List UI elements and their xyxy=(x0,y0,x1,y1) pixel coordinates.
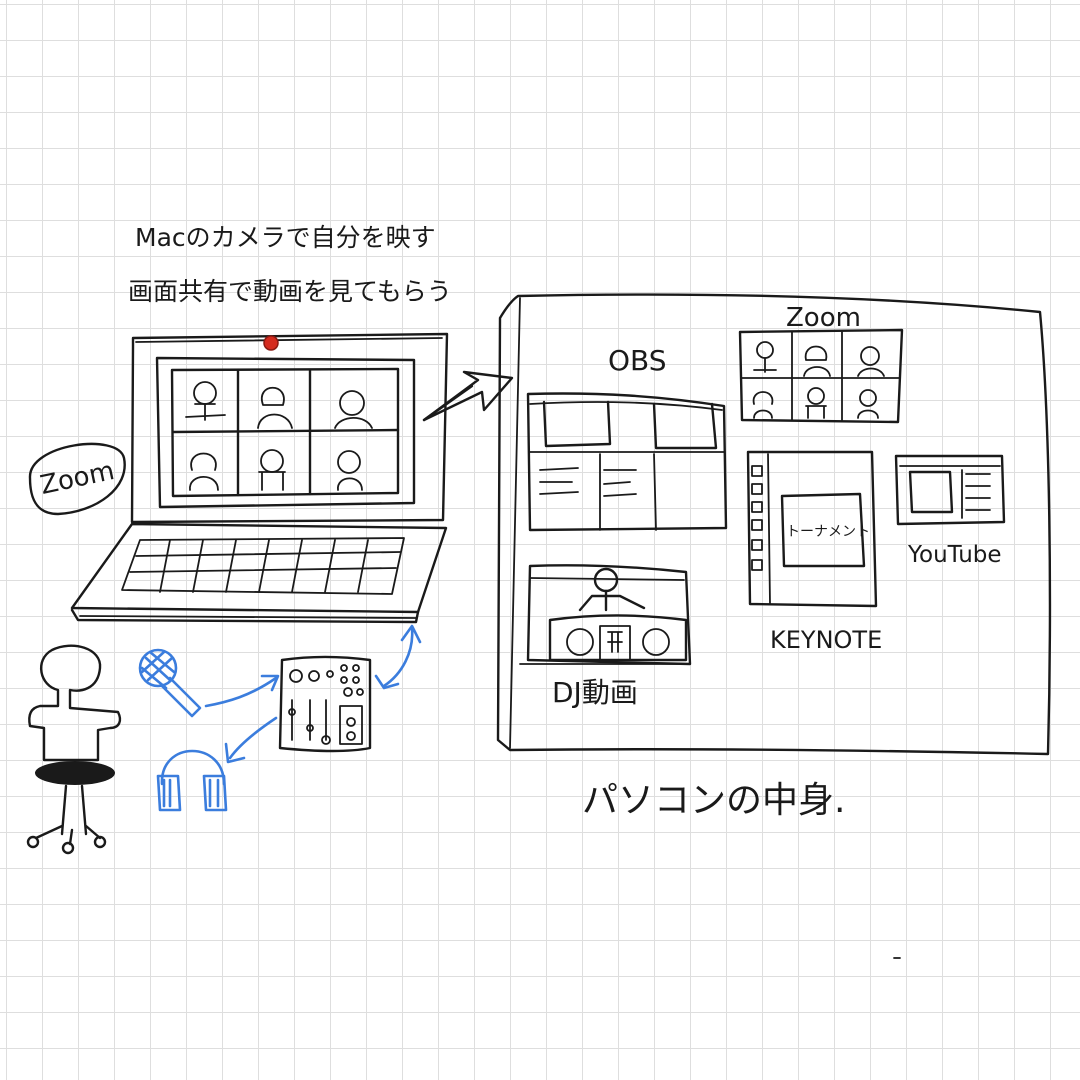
dj-video-window: DJ動画 xyxy=(519,564,692,709)
obs-window: OBS xyxy=(526,344,728,532)
person-icon xyxy=(28,644,122,762)
headphones-cable-arrow xyxy=(224,716,278,764)
person-icon xyxy=(337,450,363,491)
mixer-icon xyxy=(278,655,372,753)
note-line-1: Macのカメラで自分を映す xyxy=(135,223,436,252)
person-icon xyxy=(334,390,373,429)
youtube-label: YouTube xyxy=(907,542,1002,568)
dj-video-label: DJ動画 xyxy=(552,676,638,709)
camera-dot-icon xyxy=(263,335,279,351)
zoom-bubble: Zoom xyxy=(28,442,126,516)
obs-label: OBS xyxy=(608,344,667,377)
person-icon xyxy=(185,381,226,421)
person-icon xyxy=(753,341,777,373)
person-icon xyxy=(258,449,286,491)
pc-contents-caption: パソコンの中身. xyxy=(582,780,845,821)
person-icon xyxy=(857,346,885,377)
zoom-bubble-label: Zoom xyxy=(38,456,118,501)
person-icon xyxy=(257,386,293,429)
laptop xyxy=(70,332,449,624)
arrow-icon xyxy=(422,370,514,422)
chair xyxy=(26,761,115,855)
person-icon xyxy=(805,387,827,419)
keynote-window: トーナメント KEYNOTE xyxy=(746,450,882,654)
keynote-label: KEYNOTE xyxy=(770,626,882,654)
person-icon xyxy=(803,345,831,377)
mic-cable xyxy=(204,676,278,708)
person-icon xyxy=(752,391,774,419)
person-icon xyxy=(857,389,879,419)
person-icon xyxy=(189,452,219,491)
tournament-label: トーナメント xyxy=(786,524,870,540)
pc-zoom-label: Zoom xyxy=(786,303,861,333)
note-line-2: 画面共有で動画を見てもらう xyxy=(128,277,452,306)
pc-zoom-window: Zoom xyxy=(738,303,904,424)
microphone-icon xyxy=(138,648,202,718)
youtube-window: YouTube xyxy=(894,454,1006,568)
pc-contents-frame xyxy=(496,293,1052,756)
laptop-zoom-grid xyxy=(170,367,400,498)
headphones-icon xyxy=(156,749,228,812)
usb-connection-arrow-icon xyxy=(374,624,422,690)
